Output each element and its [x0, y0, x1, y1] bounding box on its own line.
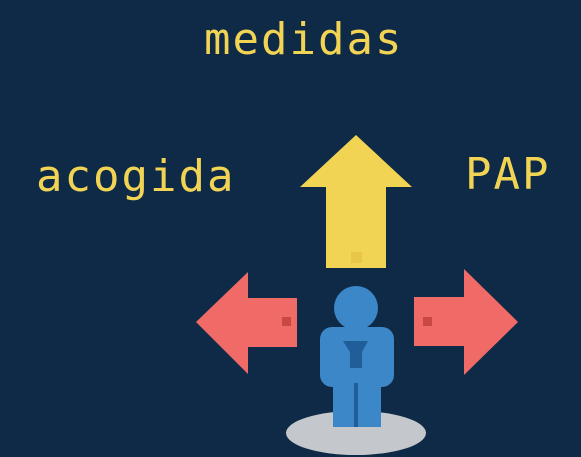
arrow-up-icon: [300, 135, 412, 268]
label-pap: PAP: [465, 149, 551, 200]
person-icon: [320, 286, 394, 427]
label-medidas: medidas: [204, 14, 404, 65]
platform-icon: [286, 411, 426, 455]
arrow-left-icon: [196, 272, 297, 374]
arrow-right-icon: [414, 269, 518, 375]
label-acogida: acogida: [36, 151, 236, 202]
